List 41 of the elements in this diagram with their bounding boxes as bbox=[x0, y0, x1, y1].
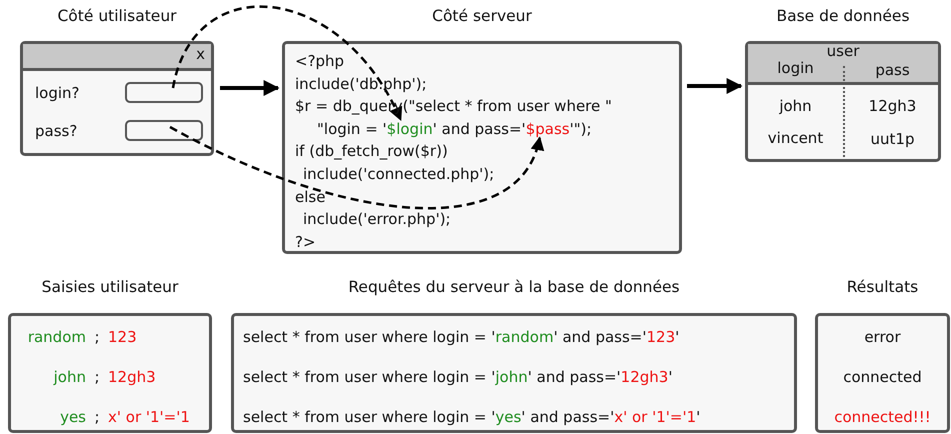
table-cell-text: uut1p bbox=[870, 130, 916, 148]
code-line: include('connected.php'); bbox=[302, 164, 496, 185]
input-entry: yes ; x' or '1'='1 bbox=[59, 408, 190, 426]
column-header: pass bbox=[874, 61, 911, 79]
code-line: else bbox=[295, 186, 326, 208]
table-cell-text: vincent bbox=[766, 129, 824, 147]
code-line: ?> bbox=[295, 232, 317, 253]
field-label: login? bbox=[35, 84, 80, 102]
input-entry: john ; 12gh3 bbox=[52, 368, 156, 386]
query-text: select * from user where login = 'john' and pass='12gh3' bbox=[243, 368, 672, 386]
table-cell-text: 12gh3 bbox=[868, 97, 918, 115]
panel-heading: Côté serveur bbox=[431, 7, 533, 25]
dashed-arrow bbox=[169, 126, 542, 210]
code-line: <?php bbox=[295, 51, 346, 72]
result-text: error bbox=[863, 328, 902, 346]
table-name: user bbox=[826, 42, 860, 60]
input-field bbox=[125, 82, 203, 103]
column-header: login bbox=[776, 59, 815, 77]
panel-heading: Résultats bbox=[846, 278, 920, 296]
code-variable: $login bbox=[386, 120, 433, 138]
arrow bbox=[687, 78, 743, 94]
panel-heading: Côté utilisateur bbox=[56, 7, 178, 25]
table-cell-text: john bbox=[778, 97, 813, 115]
code-line: include('error.php'); bbox=[302, 209, 452, 230]
code-line: if (db_fetch_row($r)) bbox=[295, 141, 449, 162]
arrow bbox=[220, 80, 280, 96]
query-text: select * from user where login = 'random' and pass='123' bbox=[243, 328, 680, 346]
query-text: select * from user where login = 'yes' and pass='x' or '1'='1' bbox=[243, 408, 700, 426]
input-entry: random ; 123 bbox=[26, 328, 137, 346]
panel-heading: Requêtes du serveur à la base de données bbox=[347, 278, 681, 296]
input-field bbox=[125, 120, 203, 141]
close-label: x bbox=[196, 45, 205, 63]
panel-heading: Base de données bbox=[775, 7, 911, 25]
code-line: include('db.php'); bbox=[295, 74, 428, 95]
result-text: connected bbox=[842, 368, 923, 386]
code-variable: $pass bbox=[526, 120, 570, 138]
panel-heading: Saisies utilisateur bbox=[40, 278, 180, 296]
dashed-arrow bbox=[172, 6, 402, 121]
result-text: connected!!! bbox=[833, 408, 932, 426]
field-label: pass? bbox=[35, 122, 78, 140]
code-line: "login = '$login' and pass='$pass'"); bbox=[316, 118, 593, 140]
